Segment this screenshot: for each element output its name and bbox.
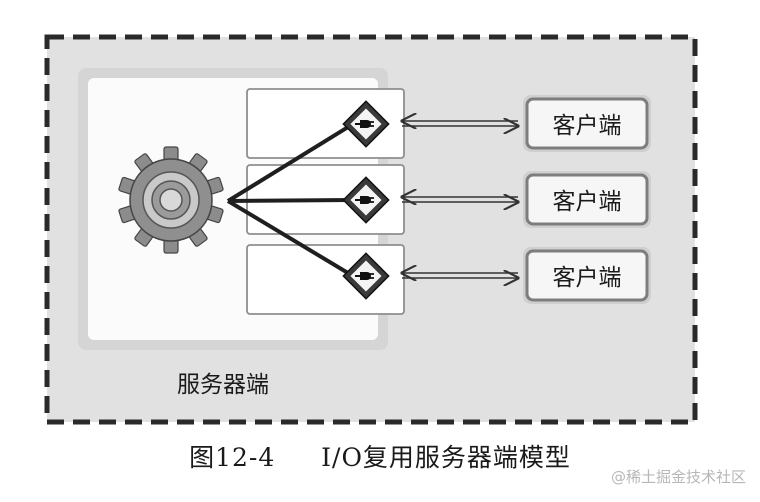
gear-icon [118, 146, 224, 254]
connection-arrow [402, 273, 518, 278]
multiplex-line [226, 199, 355, 278]
client-box: 客户端 [523, 95, 651, 152]
connection-arrow [402, 121, 518, 126]
plug-icon [342, 100, 390, 148]
multiplex-line [227, 198, 354, 203]
figure-title: I/O复用服务器端模型 [321, 443, 571, 472]
client-label: 客户端 [553, 265, 622, 291]
client-label: 客户端 [553, 113, 622, 139]
client-box: 客户端 [523, 247, 651, 304]
client-label: 客户端 [553, 189, 622, 215]
client-box: 客户端 [523, 171, 651, 228]
plug-icon [342, 252, 390, 300]
multiplex-line [226, 122, 355, 203]
connection-arrow [402, 197, 518, 202]
figure-caption: 图12-4 I/O复用服务器端模型 [0, 438, 760, 474]
plug-icon [342, 176, 390, 224]
io-multiplexing-diagram: 客户端 客户端 客户端 服务器端 [44, 34, 698, 425]
figure-number: 图12-4 [189, 443, 276, 472]
watermark: @稀土掘金技术社区 [610, 468, 746, 486]
server-label: 服务器端 [177, 372, 269, 398]
